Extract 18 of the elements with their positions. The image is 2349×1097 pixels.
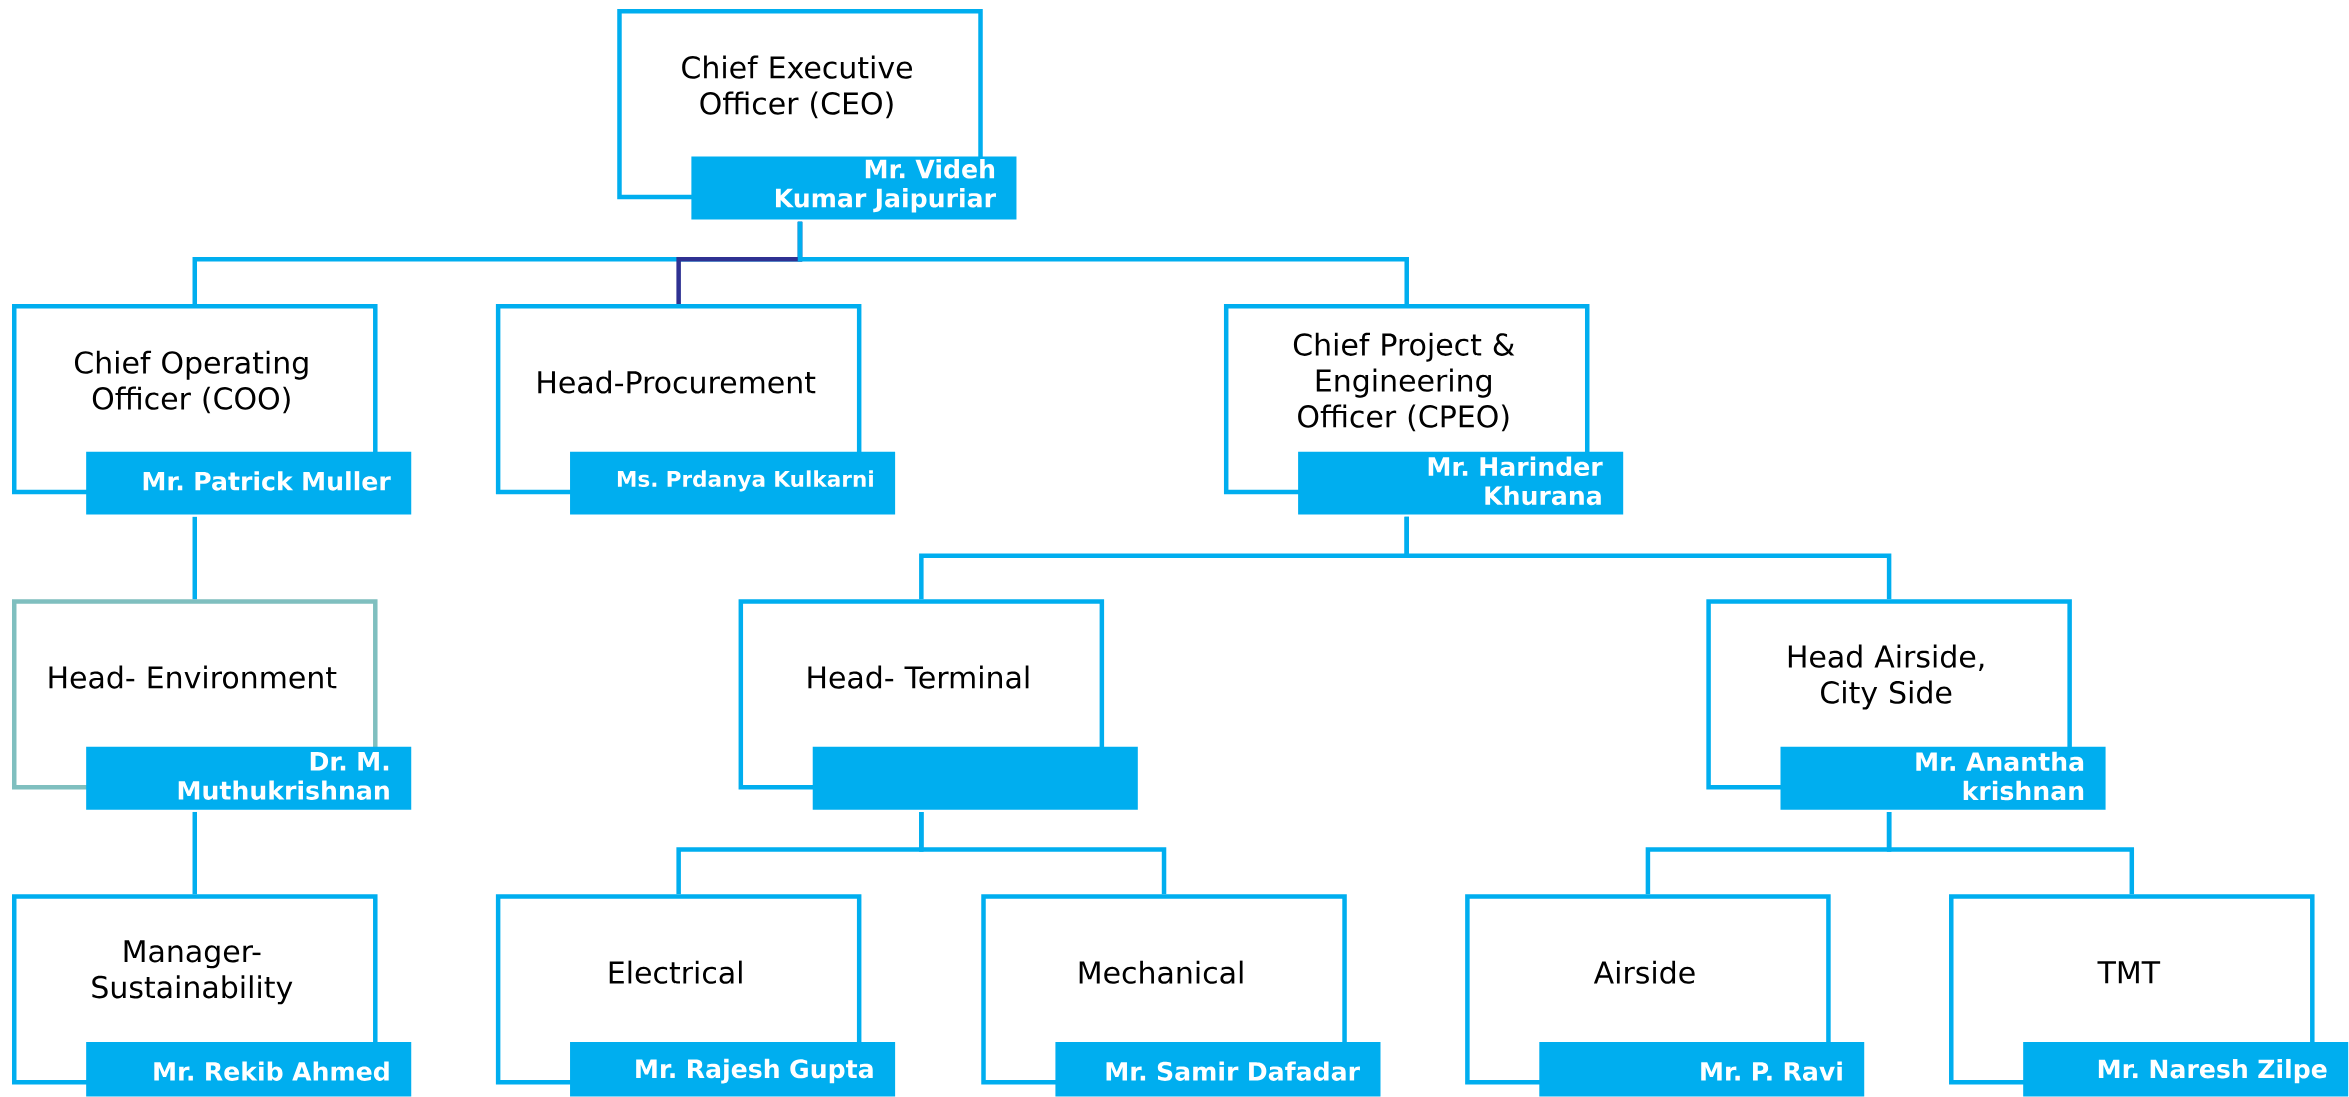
- org-box: Head- Terminal: [738, 599, 1138, 810]
- connector-line: [192, 812, 197, 895]
- org-box: Airside Mr. P. Ravi: [1465, 894, 1865, 1097]
- org-box: Chief Executive Officer (CEO) Mr. Videh Kumar Jaipuriar: [617, 9, 1017, 220]
- org-box: Head Airside, City Side Mr. Anantha krishnan: [1706, 599, 2106, 810]
- connector-line: [1404, 517, 1892, 600]
- connector-line: [192, 517, 197, 600]
- org-box: TMT Mr. Naresh Zilpe: [1949, 894, 2349, 1097]
- org-box: Chief Project & Engineering Officer (CPEO) Mr. Harinder Khurana: [1223, 304, 1624, 515]
- connector-line: [919, 812, 1167, 895]
- connector-line: [797, 221, 1409, 305]
- org-box: Mechanical Mr. Samir Dafadar: [981, 894, 1381, 1097]
- org-box: Head-Procurement Ms. Prdanya Kulkarni: [495, 304, 896, 515]
- org-box: Chief Operating Officer (COO) Mr. Patrick Muller: [12, 304, 412, 515]
- org-box: Head- Environment Dr. M. Muthukrishnan: [12, 599, 412, 810]
- connector-line: [1886, 812, 2135, 895]
- org-box: Manager- Sustainability Mr. Rekib Ahmed: [12, 894, 412, 1097]
- org-box: Electrical Mr. Rajesh Gupta: [495, 894, 896, 1097]
